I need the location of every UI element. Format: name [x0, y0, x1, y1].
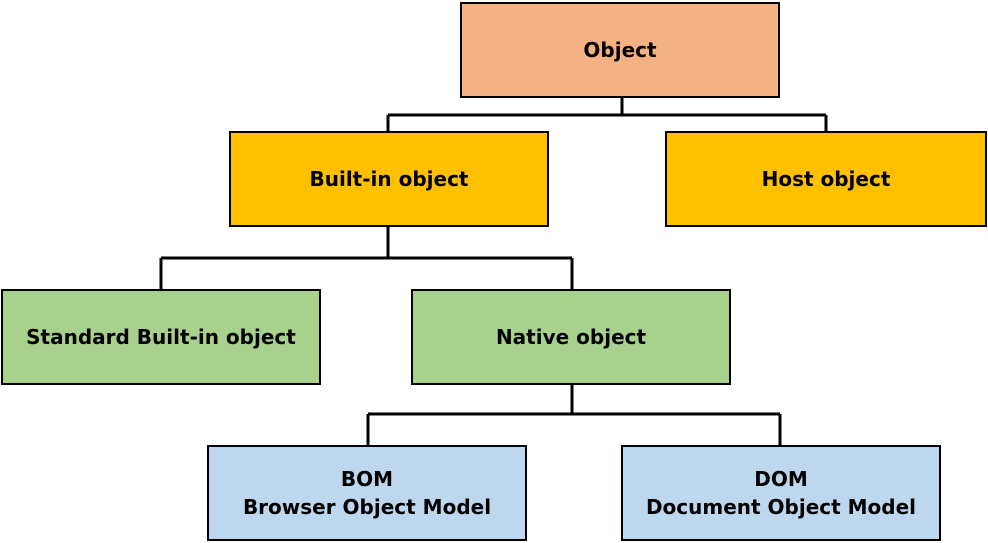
node-standard-built-in-object: Standard Built-in object	[1, 289, 321, 385]
node-host-object: Host object	[665, 131, 987, 227]
node-bom-acronym: BOM	[340, 467, 394, 491]
node-native-object: Native object	[411, 289, 731, 385]
node-bom: BOM Browser Object Model	[207, 445, 527, 541]
node-built-in-object-label: Built-in object	[309, 167, 469, 191]
node-host-object-label: Host object	[761, 167, 891, 191]
node-native-object-label: Native object	[495, 325, 647, 349]
node-built-in-object: Built-in object	[229, 131, 549, 227]
node-dom-acronym: DOM	[754, 467, 808, 491]
node-dom-fullname: Document Object Model	[645, 495, 917, 519]
node-dom: DOM Document Object Model	[621, 445, 941, 541]
node-object: Object	[460, 2, 780, 98]
node-object-label: Object	[583, 38, 657, 62]
node-bom-fullname: Browser Object Model	[242, 495, 492, 519]
node-standard-built-in-object-label: Standard Built-in object	[26, 325, 296, 349]
